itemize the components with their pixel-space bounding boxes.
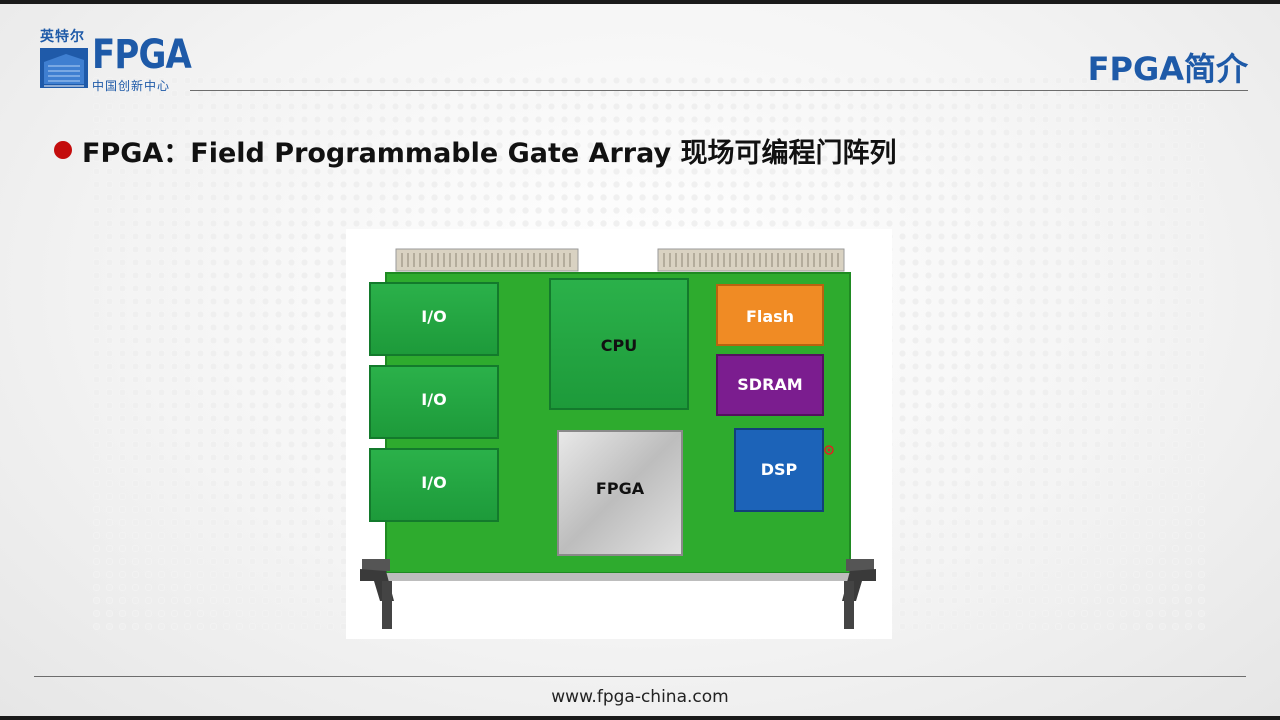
footer-divider xyxy=(34,676,1246,677)
connector-left xyxy=(395,248,579,272)
fpga-board-diagram: I/O I/O I/O CPU FPGA Flash SDRAM DSP xyxy=(346,229,892,639)
flash-block xyxy=(716,284,824,346)
cpu-block xyxy=(549,278,689,410)
flash-label: Flash xyxy=(745,307,795,326)
fpga-chip xyxy=(557,430,683,556)
header-divider xyxy=(190,90,1248,91)
io-block-1 xyxy=(369,282,499,356)
connector-right xyxy=(657,248,845,272)
dsp-block xyxy=(734,428,824,512)
io-label-3: I/O xyxy=(421,473,447,492)
bullet-item: FPGA：Field Programmable Gate Array 现场可编程… xyxy=(54,132,897,169)
io-block-2 xyxy=(369,365,499,439)
page-title: FPGA简介 xyxy=(1087,50,1248,88)
ejector-right-icon xyxy=(842,559,876,629)
cursor-marker-icon xyxy=(824,445,834,455)
logo: 英特尔 FPGA 中国创新中心 xyxy=(38,26,198,93)
logo-cn-bottom: 中国创新中心 xyxy=(92,79,171,93)
ejector-left-icon xyxy=(360,559,394,629)
fpga-label: FPGA xyxy=(595,479,645,498)
io-block-3 xyxy=(369,448,499,522)
cpu-label: CPU xyxy=(600,336,638,355)
building-logo-icon xyxy=(40,48,88,88)
sdram-block xyxy=(716,354,824,416)
bullet-dot-icon xyxy=(54,141,72,159)
sdram-label: SDRAM xyxy=(737,375,803,394)
io-label-1: I/O xyxy=(421,307,447,326)
dsp-label: DSP xyxy=(760,460,798,479)
footer-url: www.fpga-china.com xyxy=(551,687,729,707)
io-label-2: I/O xyxy=(421,390,447,409)
bottom-rail xyxy=(386,573,850,581)
logo-brand: FPGA xyxy=(92,32,192,78)
logo-cn-top: 英特尔 xyxy=(40,29,85,45)
bullet-text: FPGA：Field Programmable Gate Array 现场可编程… xyxy=(82,137,897,169)
